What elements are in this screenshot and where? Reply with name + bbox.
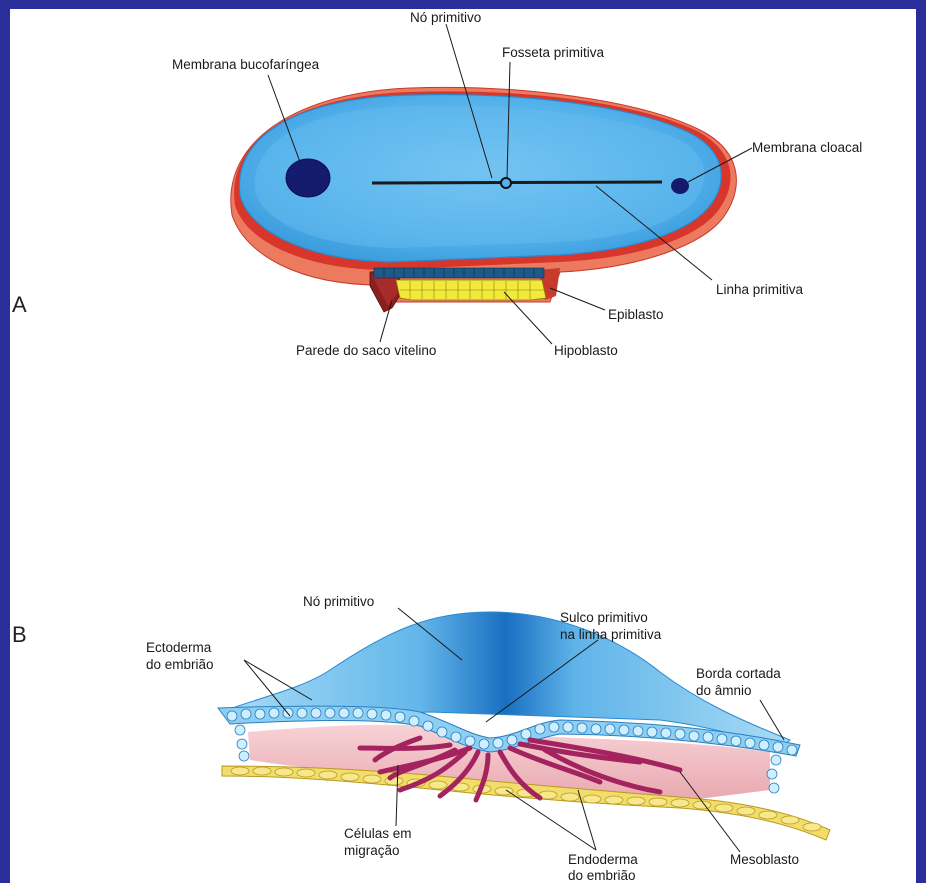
label-ectoderma-line1: Ectoderma [146,640,211,655]
label-membrana-cloacal: Membrana cloacal [752,140,862,155]
label-fosseta-primitiva: Fosseta primitiva [502,45,604,60]
label-hipoblasto: Hipoblasto [554,343,618,358]
label-mesoblasto: Mesoblasto [730,852,799,867]
membrana-cloacal-shape [671,178,689,194]
panel-a-letter: A [12,292,27,318]
label-celulas-line1: Células em [344,826,412,841]
panel-a-embryonic-disc [231,24,752,344]
label-no-primitivo-b: Nó primitivo [303,594,374,609]
panel-b-letter: B [12,622,27,648]
label-ectoderma-line2: do embrião [146,657,214,672]
linha-primitiva-shape [372,182,662,183]
label-celulas-line2: migração [344,843,400,858]
label-epiblasto: Epiblasto [608,307,664,322]
label-membrana-bucofaringea: Membrana bucofaríngea [172,57,319,72]
label-endoderma-line1: Endoderma [568,852,638,867]
label-linha-primitiva: Linha primitiva [716,282,803,297]
label-sulco-primitivo-line1: Sulco primitivo [560,610,648,625]
label-endoderma-line2: do embrião [568,868,636,883]
label-parede-saco-vitelino: Parede do saco vitelino [296,343,436,358]
panel-b-cross-section [218,608,830,852]
label-no-primitivo-a: Nó primitivo [410,10,481,25]
label-borda-cortada-line2: do âmnio [696,683,752,698]
membrana-bucofaringea-shape [286,159,330,197]
label-borda-cortada-line1: Borda cortada [696,666,781,681]
label-sulco-primitivo-line2: na linha primitiva [560,627,661,642]
fosseta-primitiva-shape [501,178,511,188]
